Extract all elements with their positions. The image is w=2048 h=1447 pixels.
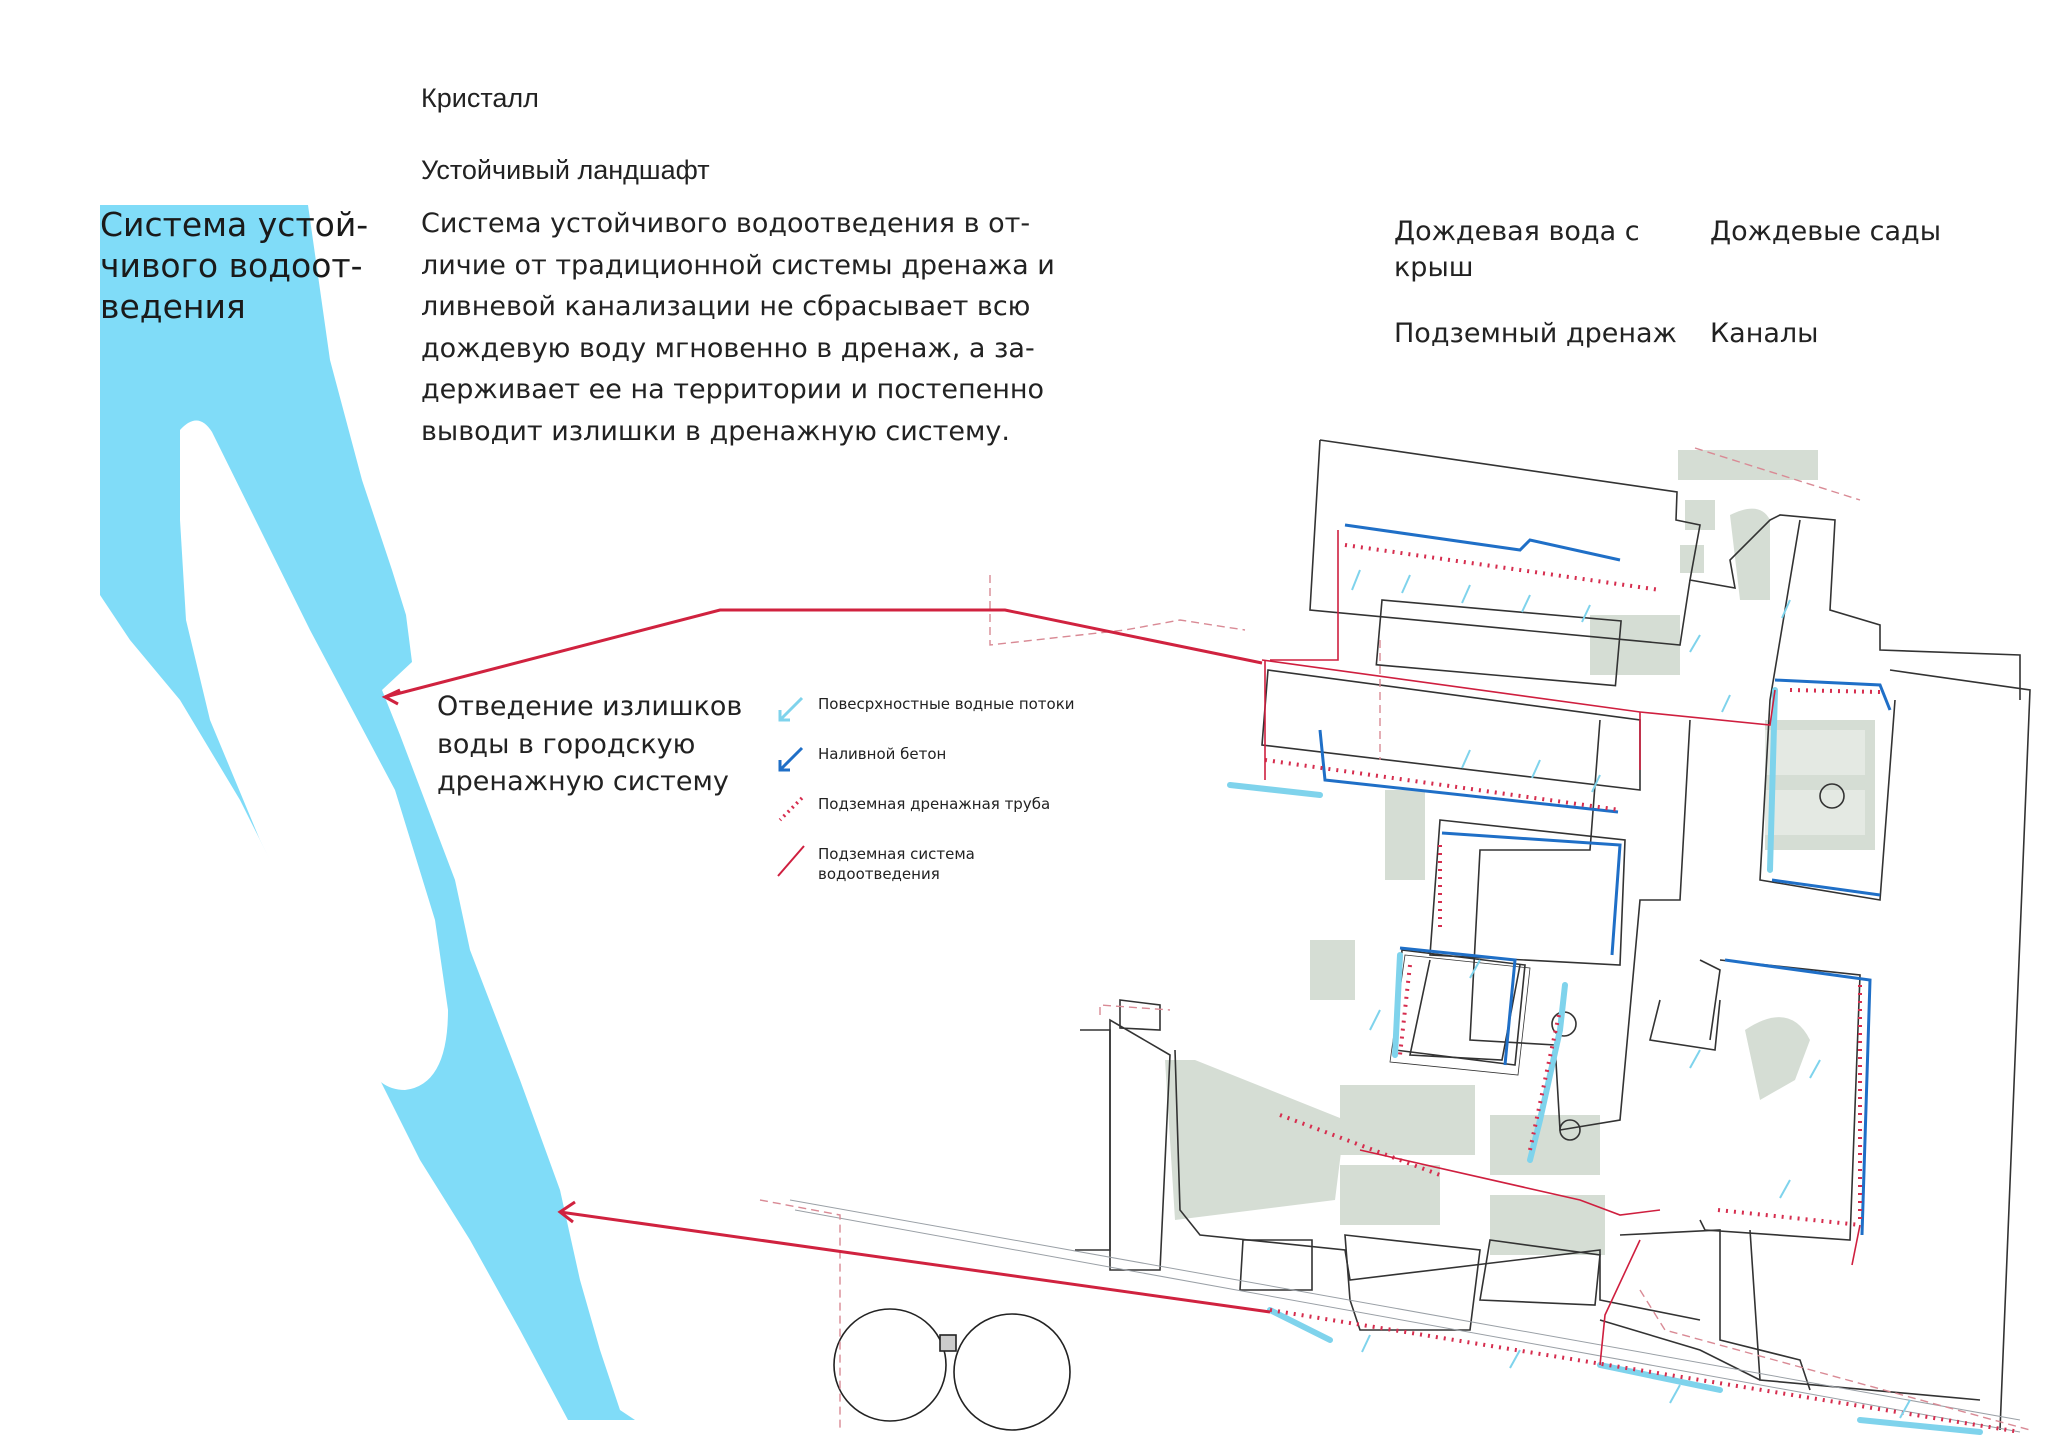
project-name: Кристалл <box>421 83 539 113</box>
arrow-blue-icon <box>778 746 804 772</box>
legend-label: Подземная система водоотведения <box>818 845 975 883</box>
drainage-system-lines <box>1261 530 1861 1366</box>
outflow-arrows <box>381 608 1271 1314</box>
canal-bands <box>1227 687 1983 1435</box>
island <box>180 420 448 1090</box>
red-line-icon <box>777 845 805 877</box>
canals-toggle[interactable]: Каналы <box>1710 318 1819 349</box>
rail-lines <box>789 1199 2021 1433</box>
arrow-light-blue-icon <box>778 696 804 722</box>
poured-concrete-lines <box>1318 523 1892 1236</box>
underground-drainage-toggle[interactable]: Подземный дренаж <box>1394 318 1677 349</box>
surface-flow-arrows <box>1351 569 1911 1419</box>
round-tanks <box>833 1308 1071 1431</box>
project-subtitle: Устойчивый ландшафт <box>421 155 710 185</box>
buildings <box>1075 439 2031 1431</box>
rain-gardens-toggle[interactable]: Дождевые сады <box>1710 216 1942 247</box>
drainage-pipe-lines <box>1264 543 2021 1434</box>
green-areas <box>1165 450 1875 1255</box>
description-text: Система устойчивого водоотведения в от- … <box>421 208 1055 447</box>
project-header: Кристалл Устойчивый ландшафт <box>421 44 710 224</box>
section-title: Система устой- чивого водоот- ведения <box>100 205 369 326</box>
roof-water-toggle[interactable]: Дождевая вода с крыш <box>1394 216 1640 283</box>
legend-label: Повесрхностные водные потоки <box>818 695 1075 713</box>
legend-label: Наливной бетон <box>818 745 947 763</box>
dotted-red-line-icon <box>778 796 804 822</box>
plot-boundary <box>759 447 2031 1431</box>
legend-label: Подземная дренажная труба <box>818 795 1051 813</box>
outflow-callout: Отведение излишков воды в городскую дрен… <box>437 691 743 797</box>
